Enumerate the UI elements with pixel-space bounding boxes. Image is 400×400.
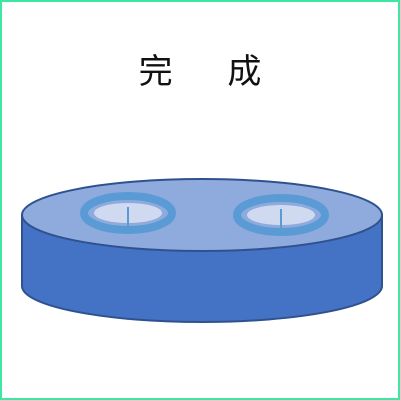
left-ring xyxy=(80,192,176,234)
right-ring xyxy=(233,194,329,236)
page-title: 完 成 xyxy=(138,52,284,92)
